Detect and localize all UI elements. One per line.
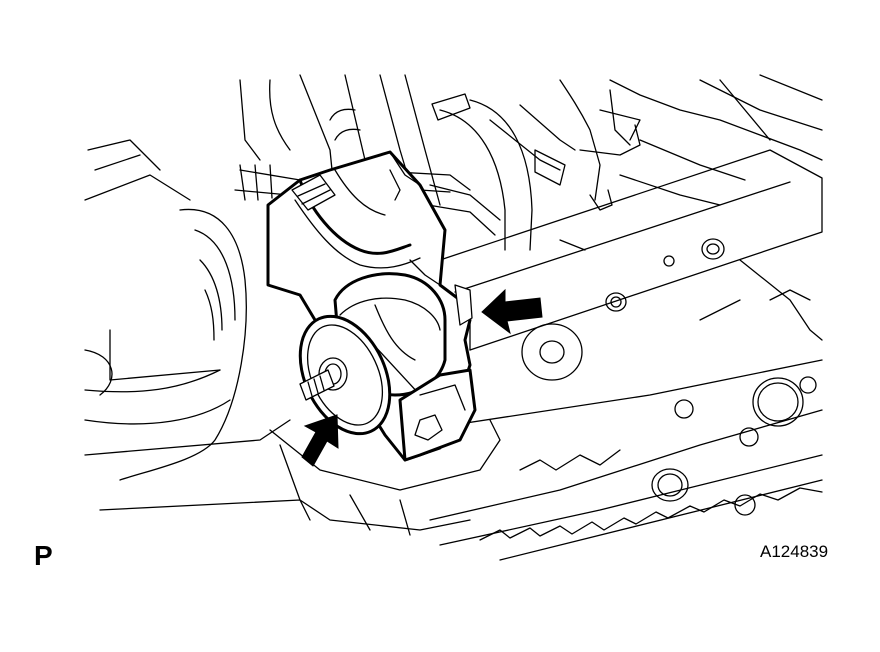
chassis-frame [419,74,823,561]
engine-left-housing [84,79,311,521]
figure-code-label: A124839 [760,542,829,561]
arrow-right-callout [481,288,543,335]
frame-holes [521,238,817,516]
hoses-and-pipes [234,74,641,251]
arrow-bottom-callout [301,414,339,467]
engine-mount-assembly [266,150,477,462]
corner-letter-label: P [34,540,53,571]
